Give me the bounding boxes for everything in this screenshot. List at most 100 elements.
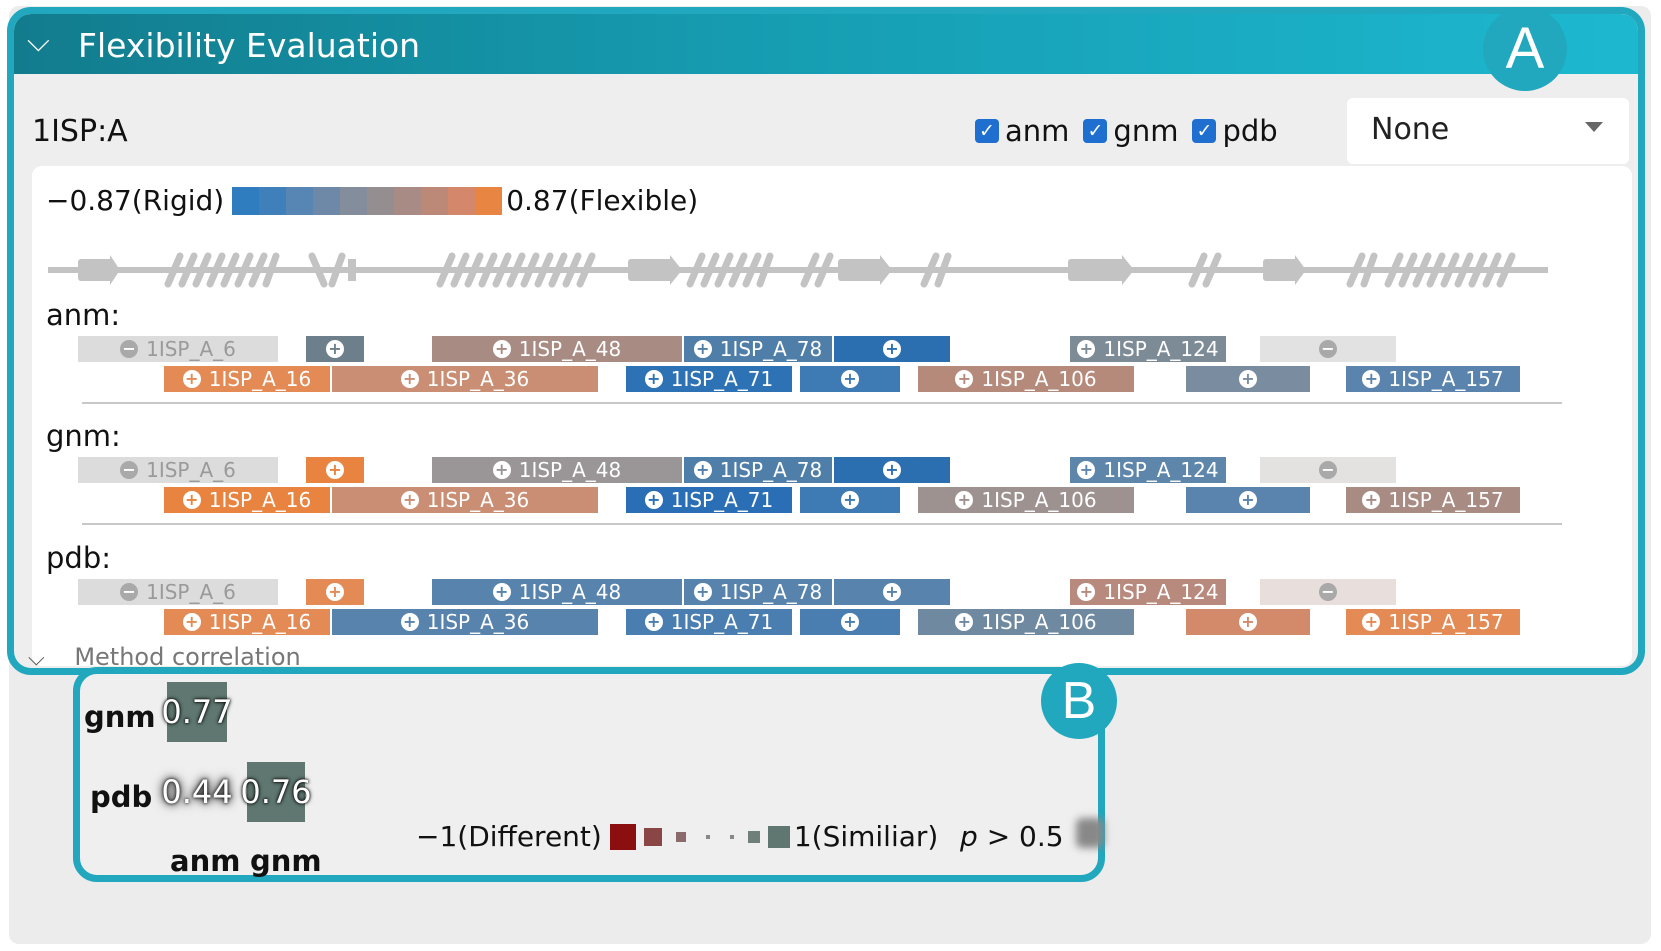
fragment-segment[interactable]: −1ISP_A_6	[78, 457, 278, 483]
expand-icon[interactable]: +	[955, 491, 974, 509]
fragment-segment[interactable]: +1ISP_A_71	[626, 366, 792, 392]
method-correlation-header[interactable]: ⌵ Method correlation	[28, 643, 301, 671]
expand-icon[interactable]: +	[326, 461, 344, 479]
expand-icon[interactable]: +	[883, 340, 901, 358]
fragment-segment[interactable]: +1ISP_A_106	[918, 609, 1134, 635]
expand-icon[interactable]: +	[1362, 491, 1381, 509]
fragment-segment[interactable]: +	[800, 487, 900, 513]
chevron-down-icon[interactable]: ⌵	[28, 646, 45, 671]
expand-icon[interactable]: +	[883, 583, 901, 601]
fragment-label: 1ISP_A_36	[426, 610, 530, 634]
fragment-segment[interactable]: +	[834, 579, 950, 605]
fragment-segment[interactable]: +1ISP_A_106	[918, 487, 1134, 513]
fragment-segment[interactable]: +1ISP_A_48	[432, 457, 682, 483]
collapse-icon[interactable]: −	[1319, 461, 1337, 479]
expand-icon[interactable]: +	[644, 370, 663, 388]
fragment-segment[interactable]: +1ISP_A_78	[684, 579, 832, 605]
expand-icon[interactable]: +	[1077, 583, 1096, 601]
panel-header[interactable]: ⌵ Flexibility Evaluation	[14, 14, 1638, 74]
expand-icon[interactable]: +	[1239, 613, 1257, 631]
fragment-segment[interactable]: +1ISP_A_16	[164, 366, 330, 392]
fragment-segment[interactable]: −1ISP_A_6	[78, 336, 278, 362]
expand-icon[interactable]: +	[400, 370, 419, 388]
fragment-label: 1ISP_A_157	[1388, 367, 1504, 391]
fragment-segment[interactable]: −	[1260, 457, 1396, 483]
expand-icon[interactable]: +	[693, 461, 712, 479]
fragment-segment[interactable]: +	[800, 366, 900, 392]
expand-icon[interactable]: +	[182, 491, 201, 509]
expand-icon[interactable]: +	[182, 370, 201, 388]
fragment-segment[interactable]: +	[1186, 609, 1310, 635]
fragment-segment[interactable]: +	[306, 579, 364, 605]
color-select-dropdown[interactable]: None	[1347, 98, 1629, 164]
expand-icon[interactable]: +	[644, 491, 663, 509]
fragment-label: 1ISP_A_78	[719, 580, 823, 604]
fragment-segment[interactable]: +1ISP_A_36	[332, 609, 598, 635]
fragment-segment[interactable]: +1ISP_A_71	[626, 609, 792, 635]
fragment-segment[interactable]: +1ISP_A_16	[164, 609, 330, 635]
fragment-segment[interactable]: +1ISP_A_36	[332, 366, 598, 392]
fragment-segment[interactable]: +1ISP_A_36	[332, 487, 598, 513]
expand-icon[interactable]: +	[1362, 370, 1381, 388]
fragment-segment[interactable]: +1ISP_A_157	[1346, 366, 1520, 392]
expand-icon[interactable]: +	[492, 340, 511, 358]
checkbox-pdb[interactable]: ✓	[1192, 119, 1217, 143]
expand-icon[interactable]: +	[841, 491, 859, 509]
collapse-icon[interactable]: −	[120, 461, 139, 479]
fragment-segment[interactable]: +1ISP_A_48	[432, 336, 682, 362]
fragment-segment[interactable]: +1ISP_A_78	[684, 457, 832, 483]
fragment-segment[interactable]: +1ISP_A_124	[1070, 579, 1226, 605]
expand-icon[interactable]: +	[400, 613, 419, 631]
collapse-icon[interactable]: −	[1319, 583, 1337, 601]
expand-icon[interactable]: +	[883, 461, 901, 479]
expand-icon[interactable]: +	[1362, 613, 1381, 631]
expand-icon[interactable]: +	[693, 340, 712, 358]
expand-icon[interactable]: +	[955, 613, 974, 631]
collapse-icon[interactable]: −	[1319, 340, 1337, 358]
fragment-segment[interactable]: +1ISP_A_48	[432, 579, 682, 605]
fragment-segment[interactable]: +	[306, 457, 364, 483]
fragment-segment[interactable]: −	[1260, 336, 1396, 362]
correlation-cell-pdb-anm[interactable]: 0.44	[161, 773, 233, 811]
expand-icon[interactable]: +	[1239, 491, 1257, 509]
fragment-segment[interactable]: −	[1260, 579, 1396, 605]
checkbox-anm[interactable]: ✓	[975, 119, 999, 143]
expand-icon[interactable]: +	[644, 613, 663, 631]
checkbox-gnm[interactable]: ✓	[1083, 119, 1108, 143]
fragment-segment[interactable]: +	[834, 457, 950, 483]
fragment-segment[interactable]: +	[1186, 366, 1310, 392]
expand-icon[interactable]: +	[492, 583, 511, 601]
fragment-segment[interactable]: +	[306, 336, 364, 362]
fragment-segment[interactable]: +1ISP_A_16	[164, 487, 330, 513]
expand-icon[interactable]: +	[1077, 461, 1096, 479]
expand-icon[interactable]: +	[1077, 340, 1096, 358]
expand-icon[interactable]: +	[182, 613, 201, 631]
expand-icon[interactable]: +	[841, 613, 859, 631]
collapse-icon[interactable]: −	[120, 340, 139, 358]
correlation-cell-pdb-gnm[interactable]: 0.76	[240, 762, 312, 822]
fragment-label: 1ISP_A_6	[146, 580, 236, 604]
fragment-segment[interactable]: +	[1186, 487, 1310, 513]
fragment-segment[interactable]: +1ISP_A_106	[918, 366, 1134, 392]
fragment-label: 1ISP_A_36	[426, 367, 530, 391]
fragment-segment[interactable]: +1ISP_A_157	[1346, 487, 1520, 513]
fragment-segment[interactable]: +1ISP_A_78	[684, 336, 832, 362]
chevron-down-icon[interactable]: ⌵	[27, 24, 50, 59]
fragment-segment[interactable]: +	[800, 609, 900, 635]
fragment-segment[interactable]: +1ISP_A_124	[1070, 336, 1226, 362]
fragment-segment[interactable]: +1ISP_A_157	[1346, 609, 1520, 635]
expand-icon[interactable]: +	[1239, 370, 1257, 388]
expand-icon[interactable]: +	[326, 583, 344, 601]
expand-icon[interactable]: +	[492, 461, 511, 479]
expand-icon[interactable]: +	[955, 370, 974, 388]
fragment-segment[interactable]: +1ISP_A_124	[1070, 457, 1226, 483]
fragment-segment[interactable]: +	[834, 336, 950, 362]
expand-icon[interactable]: +	[326, 340, 344, 358]
expand-icon[interactable]: +	[693, 583, 712, 601]
correlation-cell-gnm-anm[interactable]: 0.77	[161, 682, 233, 742]
expand-icon[interactable]: +	[841, 370, 859, 388]
collapse-icon[interactable]: −	[120, 583, 139, 601]
fragment-segment[interactable]: +1ISP_A_71	[626, 487, 792, 513]
expand-icon[interactable]: +	[400, 491, 419, 509]
fragment-segment[interactable]: −1ISP_A_6	[78, 579, 278, 605]
